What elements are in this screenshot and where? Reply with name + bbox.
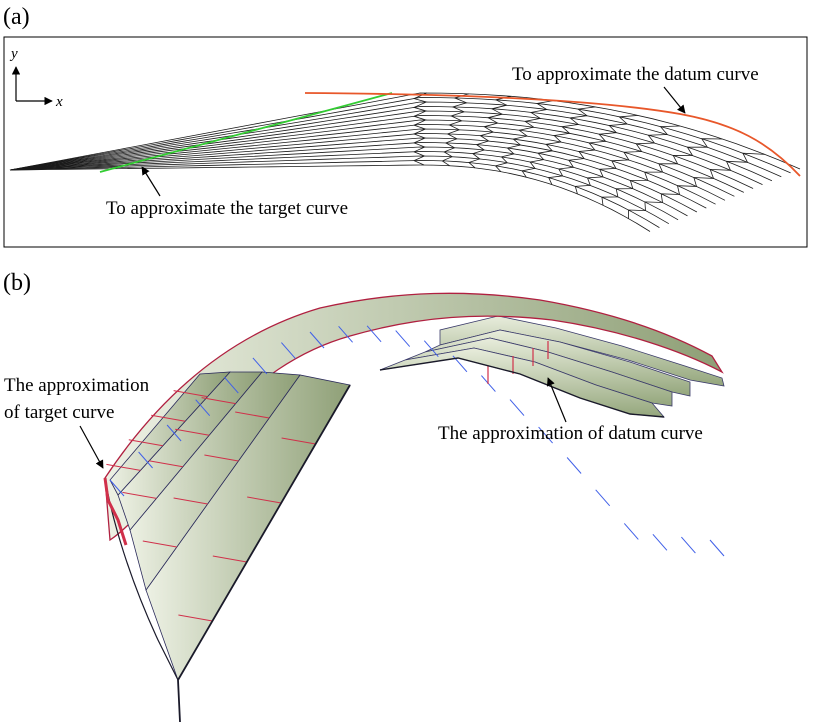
panel-a-label: (a) (3, 4, 30, 30)
mesh-strip-line (9, 142, 698, 213)
blue-ruling (681, 536, 696, 554)
blue-ruling (538, 426, 553, 444)
mesh-strip-line (9, 137, 707, 209)
target-approx-annotation-line2: of target curve (4, 402, 114, 423)
blue-ruling (709, 539, 725, 557)
panel-b-label: (b) (3, 270, 31, 296)
blue-ruling (595, 489, 611, 507)
mesh-strip-line (9, 160, 660, 228)
panel-a: (a) y x To approximate the datum curve T… (3, 4, 808, 248)
mesh-strip-line (9, 92, 801, 171)
blue-ruling (338, 325, 353, 343)
blue-ruling (395, 330, 411, 347)
panel-b: (b) The approximation of target curve Th (3, 270, 725, 723)
red-ruling (106, 463, 141, 471)
blue-ruling (623, 523, 639, 540)
red-ruling (281, 437, 316, 445)
red-ruling (148, 460, 183, 468)
mesh-strip-line (9, 155, 669, 225)
red-ruling (247, 496, 282, 504)
blue-ruling (195, 399, 211, 417)
mesh-strip-line (9, 110, 763, 185)
flattened-mesh (9, 92, 801, 232)
datum-approx-arrow (546, 377, 567, 423)
blue-ruling (281, 342, 296, 359)
target-curve-line (99, 92, 393, 173)
mesh-fold-line (548, 115, 638, 185)
datum-approx-annotation: The approximation of datum curve (438, 423, 703, 444)
y-axis-label: y (9, 46, 18, 62)
red-ruling (151, 414, 186, 422)
left-wing-strips (109, 371, 351, 681)
x-axis-label: x (55, 94, 63, 110)
mesh-fold-line (494, 100, 554, 172)
right-wing-strips (379, 315, 725, 418)
mesh-strip-line (9, 164, 651, 232)
red-ruling (122, 491, 157, 499)
mesh-strip-line (9, 97, 791, 174)
mesh-strip-line (9, 119, 744, 193)
red-ruling (212, 555, 247, 563)
target-annotation-arrow (141, 166, 161, 197)
red-ruling (173, 497, 208, 505)
red-ruling (175, 428, 210, 436)
red-ruling (201, 397, 236, 405)
mesh-strip-line (9, 151, 679, 221)
blue-ruling (223, 376, 239, 394)
red-ruling (128, 439, 163, 447)
red-ruling (178, 614, 213, 622)
mesh-fold-line (521, 106, 596, 178)
blue-ruling (252, 357, 268, 375)
mesh-strip-line (9, 115, 754, 189)
mesh-fold-line (574, 125, 681, 195)
blue-ruling (366, 325, 382, 343)
mesh-strip-line (9, 101, 782, 178)
mesh-fold-line (628, 152, 765, 219)
datum-annotation-arrow (663, 86, 686, 114)
mesh-strip-line (9, 124, 735, 197)
datum-curve-line (304, 92, 801, 177)
red-ruling (142, 540, 177, 548)
target-approx-arrow (79, 425, 104, 469)
mesh-strip-line (9, 133, 716, 205)
target-curve-approx (103, 477, 128, 546)
red-ruling (235, 411, 270, 419)
mesh-fold-line (601, 138, 723, 206)
mesh-fold-line (441, 93, 470, 167)
red-ruling (173, 390, 208, 398)
mesh-fold-line (468, 95, 512, 169)
datum-curve-annotation: To approximate the datum curve (512, 64, 759, 85)
blue-ruling (423, 340, 439, 358)
mesh-strip-line (9, 128, 726, 201)
red-ruling (204, 454, 239, 462)
blue-ruling (652, 533, 668, 551)
blue-ruling (309, 331, 325, 349)
blue-ruling (138, 451, 153, 469)
blue-ruling (509, 399, 525, 416)
axis-indicator: y x (9, 46, 63, 110)
mesh-fold-line (412, 92, 428, 166)
panel-a-frame (3, 36, 808, 248)
target-curve-annotation: To approximate the target curve (106, 198, 348, 219)
blue-ruling (109, 479, 125, 497)
blue-ruling (166, 424, 182, 442)
mesh-strip-line (9, 106, 773, 182)
target-approx-annotation-line1: The approximation (4, 375, 150, 396)
blue-ruling (566, 457, 582, 474)
